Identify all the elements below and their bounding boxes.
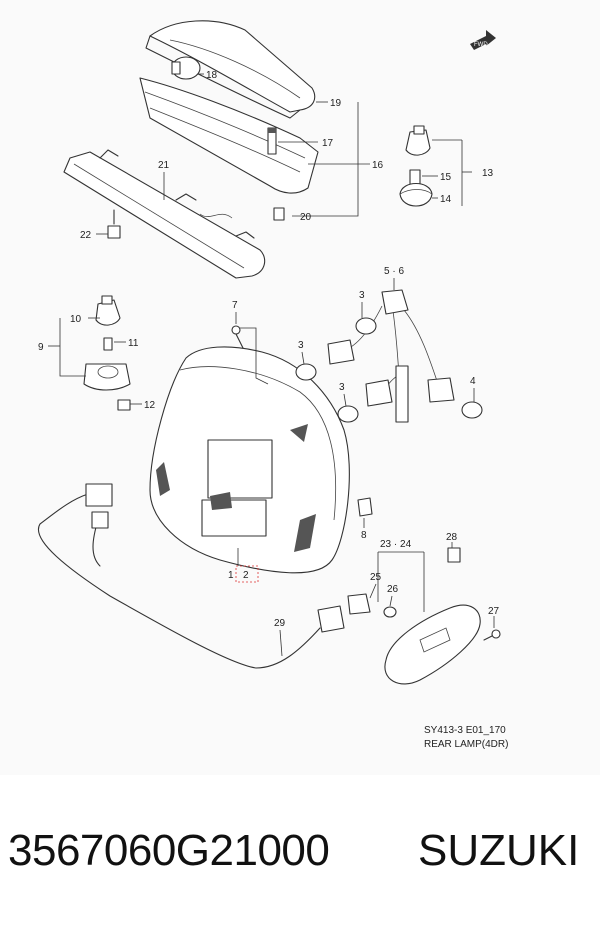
callout-labels: 18 19 17 16 21 20 22 15 13 14 5 · 6 7 10… [38, 70, 500, 629]
bulb-4 [461, 401, 483, 419]
bulb-cover-14 [399, 182, 433, 207]
callout-22: 22 [80, 230, 92, 241]
callout-13: 13 [482, 168, 494, 179]
wiring-harness [327, 289, 455, 423]
screw-17 [267, 127, 277, 155]
callout-17: 17 [322, 138, 334, 149]
diagram-title: REAR LAMP(4DR) [424, 739, 509, 750]
clip-8 [357, 497, 373, 517]
bolt-7 [231, 325, 245, 351]
callout-2-highlight-box [235, 565, 259, 583]
screw-22 [107, 209, 121, 239]
callout-29: 29 [274, 618, 286, 629]
clip-28 [447, 547, 461, 563]
socket-15 [405, 125, 431, 185]
lamp-housing-16 [139, 77, 319, 194]
callout-15: 15 [440, 172, 452, 183]
high-mount-lamp-cover [145, 20, 316, 119]
callout-3-top: 3 [359, 290, 365, 301]
callout-3-bottom: 3 [339, 382, 345, 393]
part-number: 3567060G21000 [8, 826, 330, 875]
callout-16: 16 [372, 160, 384, 171]
screw-27 [483, 629, 501, 641]
bulb-3-left [295, 363, 317, 381]
callout-14: 14 [440, 194, 452, 205]
rear-combination-lamp [149, 346, 350, 574]
callout-25: 25 [370, 572, 382, 583]
lamp-base-9 [83, 363, 131, 391]
callout-11: 11 [128, 338, 139, 349]
brand-name: SUZUKI [418, 826, 580, 875]
bulb-3-bottom [337, 405, 359, 423]
reflector-strip-21 [63, 149, 266, 279]
callout-7: 7 [232, 300, 238, 311]
socket-25 [347, 593, 371, 615]
bulb-26 [383, 606, 397, 618]
diagram-code: SY413-3 E01_170 [424, 725, 506, 736]
callout-20: 20 [300, 212, 312, 223]
callout-23-24: 23 · 24 [380, 539, 412, 550]
callout-12: 12 [144, 400, 156, 411]
callout-26: 26 [387, 584, 399, 595]
callout-21: 21 [158, 160, 170, 171]
parts-diagram-area: FWD [37, 20, 509, 752]
fwd-badge-text: FWD [474, 42, 488, 48]
harness-cable-29 [37, 483, 345, 669]
license-lamp-23-24 [384, 604, 481, 685]
nut-12 [117, 399, 131, 411]
screw-20 [273, 207, 285, 221]
leader-lines [48, 73, 495, 657]
fwd-arrow-icon: FWD [470, 30, 496, 50]
callout-18: 18 [206, 70, 218, 81]
callout-4: 4 [470, 376, 476, 387]
callout-28: 28 [446, 532, 458, 543]
callout-10: 10 [70, 314, 82, 325]
callout-27: 27 [488, 606, 500, 617]
callout-5-6: 5 · 6 [384, 266, 404, 277]
diagram-caption: SY413-3 E01_170 REAR LAMP(4DR) [424, 724, 508, 752]
callout-1: 1 [228, 570, 234, 581]
callout-8: 8 [361, 530, 367, 541]
callout-9: 9 [38, 342, 44, 353]
callout-19: 19 [330, 98, 342, 109]
socket-10 [95, 295, 121, 326]
bulb-3-top [355, 317, 377, 335]
bulb-18 [171, 56, 201, 80]
exploded-parts-diagram: FWD [37, 20, 501, 685]
callout-3-left: 3 [298, 340, 304, 351]
callout-2: 2 [243, 570, 249, 581]
bulb-11 [103, 337, 113, 351]
